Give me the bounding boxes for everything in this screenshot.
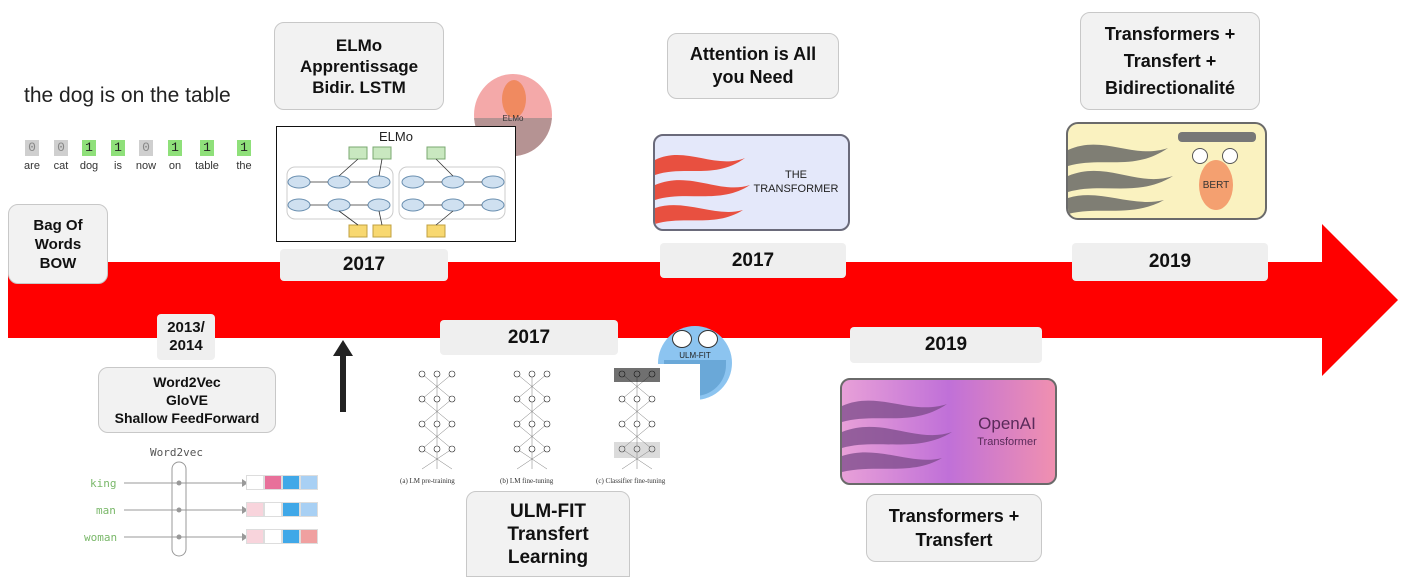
ulmfit-year: 2017 [440,320,618,355]
bow-token-value: 1 [82,140,96,156]
bow-token-word: are [24,160,40,172]
bow-token-word: the [236,160,252,172]
bert-card: BERT [1066,122,1267,220]
bow-token-word: is [114,160,122,172]
embedding-cell [264,502,282,517]
word2vec-year: 2013/ 2014 [157,314,215,360]
openai-card-title: OpenAI [978,414,1036,433]
word2vec-label-box: Word2Vec GloVE Shallow FeedForward [98,367,276,433]
elmo-year: 2017 [280,249,448,281]
embedding-cell [300,502,318,517]
embedding-cell [282,529,300,544]
bert-year: 2019 [1072,243,1268,281]
word2vec-diagram [124,461,248,557]
embedding-cell [246,502,264,517]
embedding-cell [246,475,264,490]
bow-token-word: table [195,160,219,172]
embedding-cell [264,475,282,490]
ulmfit-caption-c: (c) Classifier fine-tuning [596,477,666,485]
word2vec-title: Word2vec [150,446,203,459]
transformer-card-text: THE TRANSFORMER [753,169,839,195]
word2vec-word-man: man [96,504,116,517]
bow-label-box: Bag Of Words BOW [8,204,108,284]
openai-card-sub: Transformer [977,436,1037,448]
embedding-cell [264,529,282,544]
bow-token-word: now [135,160,157,172]
embedding-cell [246,529,264,544]
embedding-cell [300,475,318,490]
embedding-cell [282,475,300,490]
word2vec-word-king: king [90,477,117,490]
openai-label-box: Transformers + Transfert [866,494,1042,562]
elmo-mascot-label: ELMo [502,114,524,123]
ulmfit-caption-a: (a) LM pre-training [400,477,455,485]
bow-token-word: cat [53,160,69,172]
ulmfit-label-box: ULM-FIT Transfert Learning [466,491,630,577]
openai-year: 2019 [850,327,1042,363]
bow-token-word: on [168,160,182,172]
ulmfit-diagram: (a) LM pre-training (b) LM fine-tuning (… [392,364,700,488]
transformer-card: THE TRANSFORMER [653,134,850,231]
bow-token-value: 0 [54,140,68,156]
bow-sentence: the dog is on the table [24,84,231,107]
flame-icon [655,155,750,224]
flame-icon [842,400,952,472]
up-arrow-icon [333,340,353,412]
elmo-label-box: ELMo Apprentissage Bidir. LSTM [274,22,444,110]
ulmfit-caption-b: (b) LM fine-tuning [500,477,554,485]
bow-token-value: 1 [111,140,125,156]
bow-token-value: 1 [237,140,251,156]
openai-card: OpenAI Transformer [840,378,1057,485]
embedding-cell [300,529,318,544]
bert-card-text: BERT [1202,180,1230,191]
elmo-diagram-title: ELMo [379,129,413,144]
flame-icon [1068,144,1173,214]
bow-token-value: 1 [168,140,182,156]
transformer-label-box: Attention is All you Need [667,33,839,99]
ulmfit-mascot-label: ULM-FIT [679,351,711,360]
elmo-diagram: ELMo [276,126,516,242]
bow-token-word: dog [79,160,99,172]
bow-token-value: 0 [139,140,153,156]
embedding-cell [282,502,300,517]
bert-label-box: Transformers + Transfert + Bidirectional… [1080,12,1260,110]
transformer-year: 2017 [660,243,846,278]
bow-token-value: 1 [200,140,214,156]
bow-token-value: 0 [25,140,39,156]
word2vec-word-woman: woman [84,531,118,544]
